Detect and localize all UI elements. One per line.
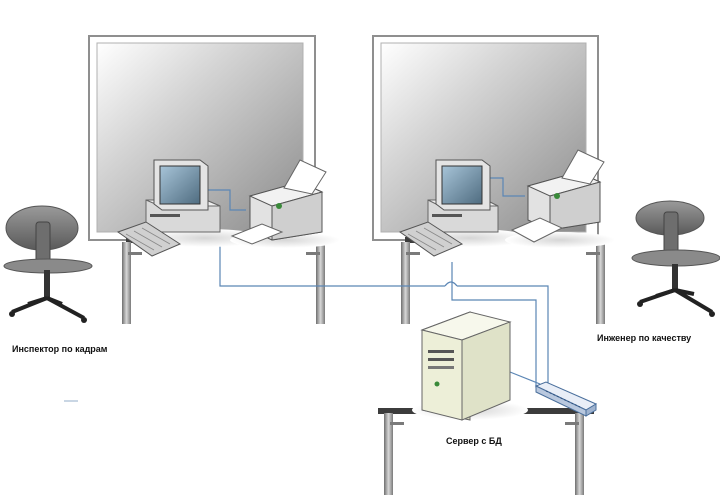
label-engineer: Инженер по качеству [597, 333, 692, 343]
office-chair-right [631, 200, 720, 317]
printer-left [230, 159, 340, 248]
tower-server [412, 311, 528, 421]
network-cables [208, 177, 549, 392]
printer-right [505, 149, 615, 248]
network-switch [534, 381, 598, 417]
decorative-mark [64, 400, 78, 402]
desk-server [378, 408, 594, 495]
label-server: Сервер с БД [446, 436, 502, 446]
workstation-right [398, 159, 530, 257]
label-inspector: Инспектор по кадрам [12, 344, 108, 354]
office-chair-left [3, 205, 93, 323]
